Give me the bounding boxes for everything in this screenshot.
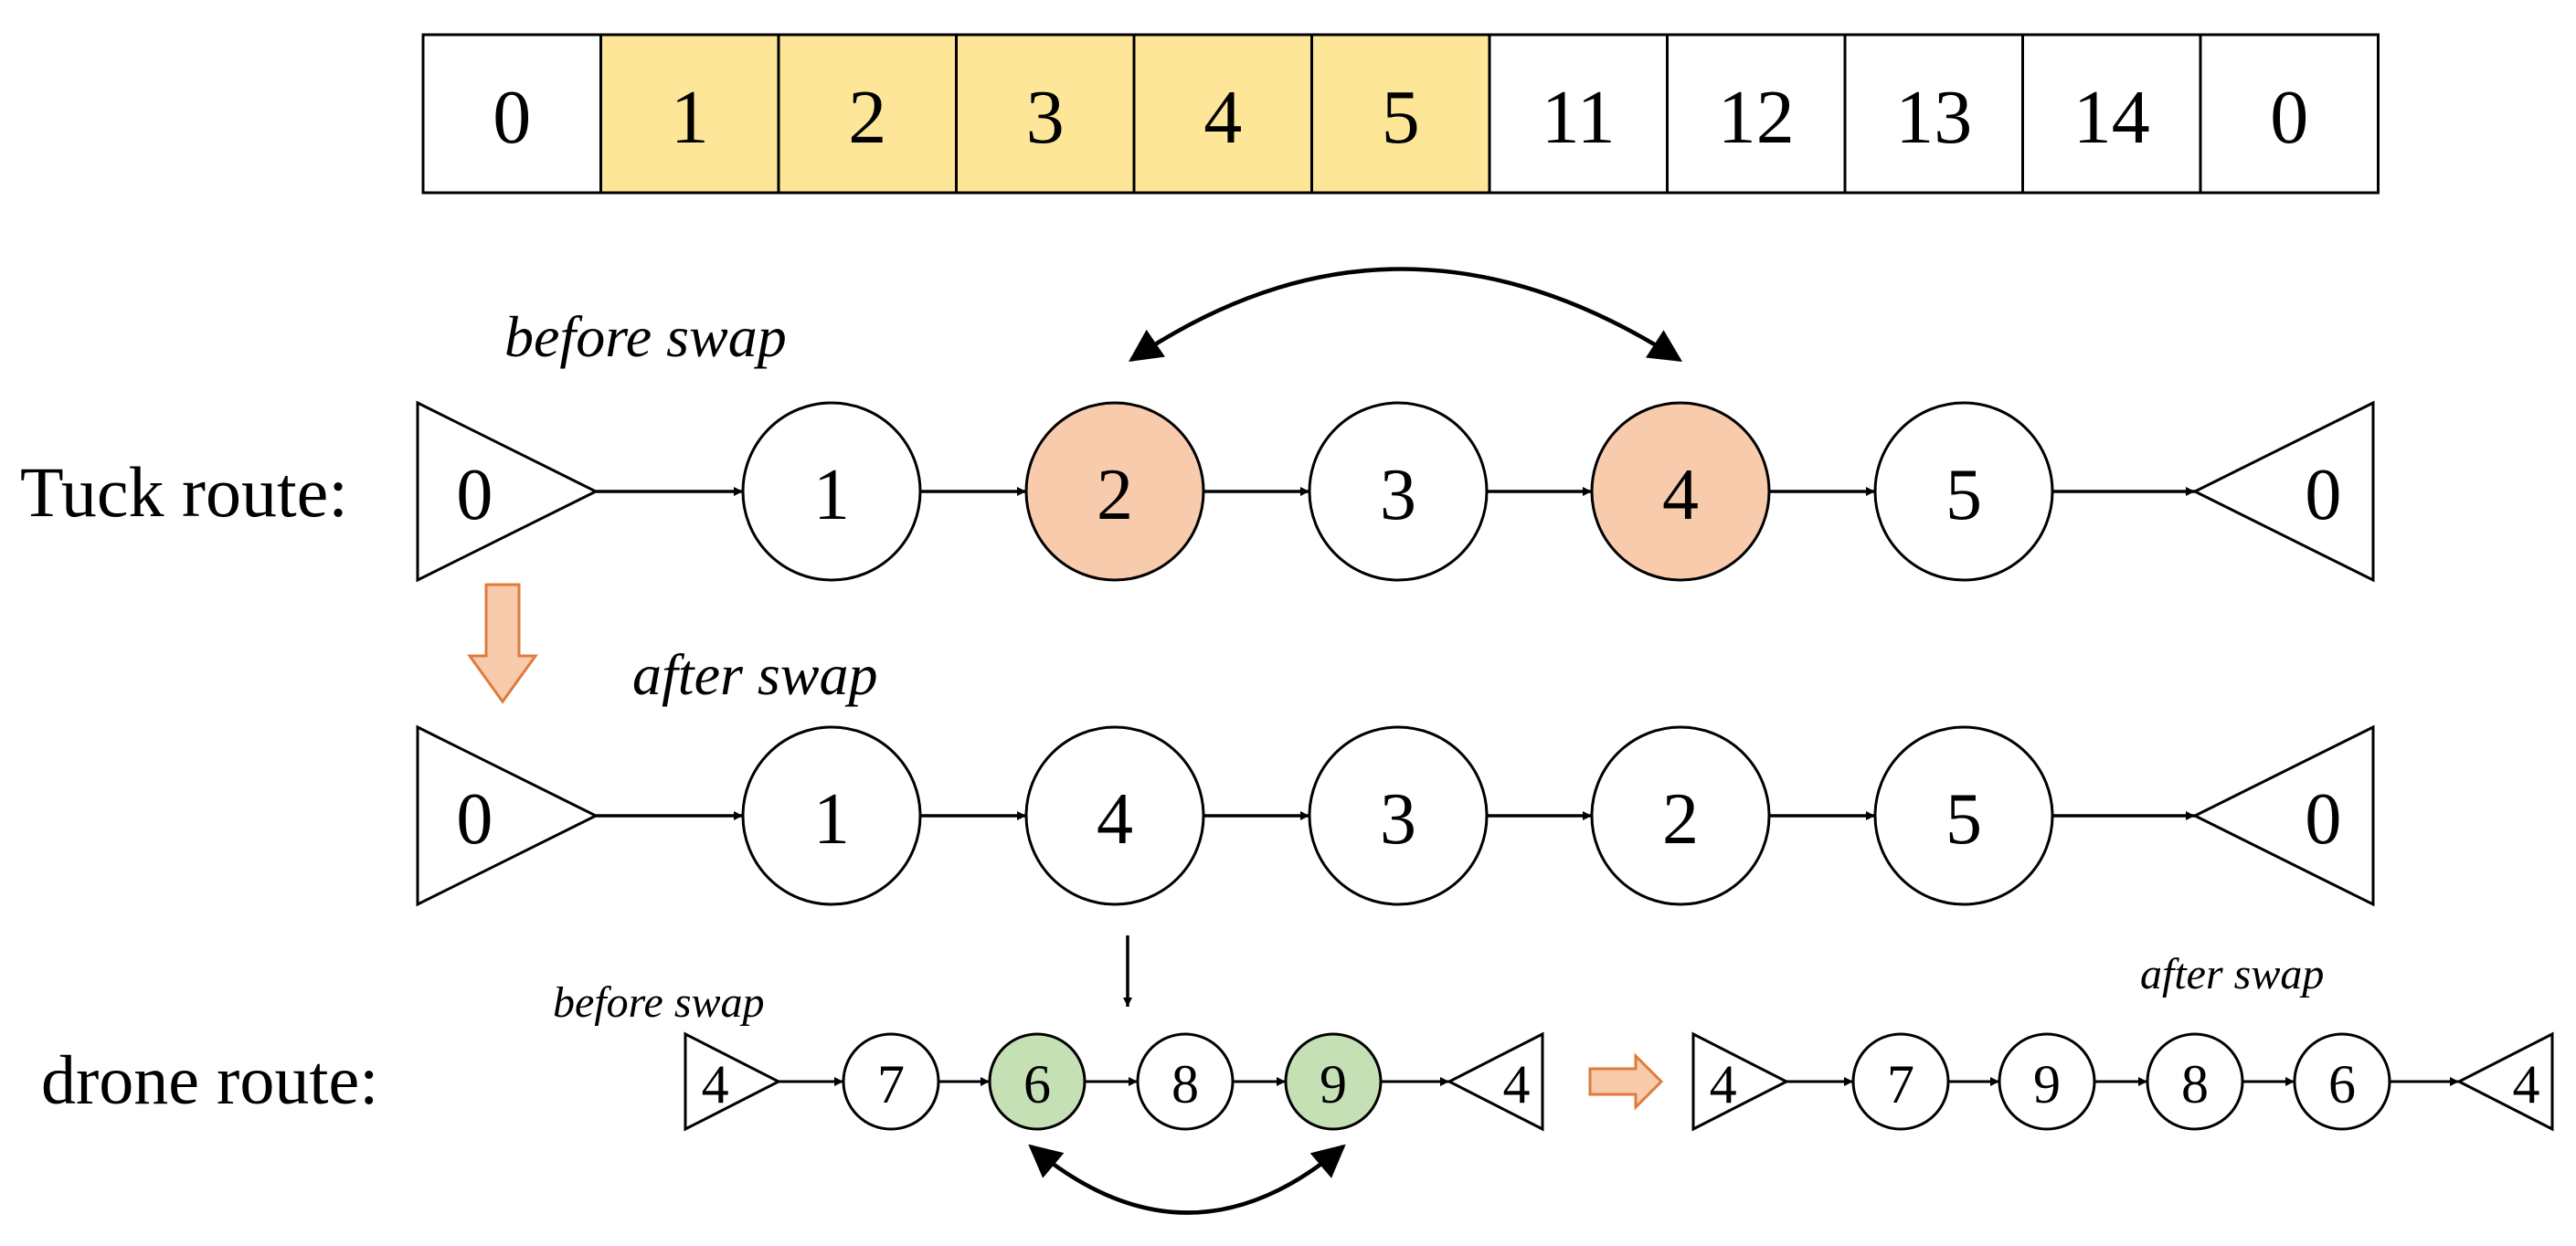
- customer-node-label: 3: [1380, 455, 1416, 535]
- start-depot-triangle: [1691, 1031, 1790, 1132]
- customer-node-label: 9: [2033, 1054, 2061, 1114]
- customer-node-label: 4: [1097, 779, 1133, 860]
- customer-node-label: 3: [1380, 779, 1416, 860]
- encoding-cell-value: 2: [848, 75, 886, 160]
- encoding-cell-box: [777, 33, 958, 195]
- customer-node-label: 8: [2181, 1054, 2209, 1114]
- customer-node-label: 2: [1662, 779, 1699, 860]
- end-depot-triangle: [2455, 1031, 2554, 1132]
- encoding-cell-value: 3: [1026, 75, 1065, 160]
- customer-node-label: 9: [1320, 1054, 1347, 1114]
- drone-route-after-swap: 4 7 9 8 6 4: [1691, 1031, 2554, 1132]
- truck-route-label: Tuck route:: [20, 452, 348, 532]
- encoding-cell-box: [2199, 33, 2380, 195]
- encoding-cell-box: [1310, 33, 1491, 195]
- end-depot-label: 4: [2512, 1054, 2539, 1114]
- start-depot-label: 4: [702, 1054, 729, 1114]
- encoding-cell-value: 12: [1718, 75, 1795, 160]
- customer-node-label: 8: [1171, 1054, 1199, 1114]
- drone-route-label: drone route:: [41, 1042, 378, 1119]
- customer-node-label: 6: [2328, 1054, 2356, 1114]
- encoding-cell: 13: [1843, 33, 2024, 195]
- encoding-cell-box: [1488, 33, 1669, 195]
- start-depot-triangle: [416, 400, 599, 583]
- customer-node-label: 7: [877, 1054, 905, 1114]
- end-depot-label: 4: [1502, 1054, 1530, 1114]
- drone-route-before-swap: 4 7 6 8 9 4: [684, 1031, 1544, 1132]
- encoding-cell: 2: [777, 33, 958, 195]
- encoding-cell: 11: [1488, 33, 1669, 195]
- drone-before-to-after-arrow: [1588, 1052, 1664, 1111]
- customer-node-label: 7: [1887, 1054, 1914, 1114]
- customer-node-label: 6: [1023, 1054, 1051, 1114]
- encoding-cell-box: [1843, 33, 2024, 195]
- encoding-cell-value: 0: [493, 75, 531, 160]
- truck-swap-double-arrow: [1129, 267, 1683, 363]
- encoding-cell-value: 14: [2073, 75, 2150, 160]
- encoding-cell: 4: [1132, 33, 1313, 195]
- encoding-cell-box: [2021, 33, 2202, 195]
- truck-route-after-swap: 0 1 4 3 2 5 0: [416, 724, 2375, 907]
- customer-node-label: 5: [1945, 779, 1982, 860]
- drone-swap-double-arrow: [1028, 1144, 1346, 1215]
- encoding-cell: 0: [421, 33, 602, 195]
- start-depot-label: 4: [1710, 1054, 1737, 1114]
- drone-before-swap-label: before swap: [553, 978, 765, 1027]
- end-depot-triangle: [1446, 1031, 1544, 1132]
- encoding-cell: 3: [955, 33, 1136, 195]
- truck-route-before-swap: 0 1 2 3 4 5 0: [416, 400, 2375, 583]
- customer-node-label: 1: [813, 455, 850, 535]
- start-depot-triangle: [684, 1031, 782, 1132]
- encoding-cell-value: 13: [1895, 75, 1972, 160]
- encoding-cell-box: [599, 33, 780, 195]
- end-depot-triangle: [2191, 724, 2375, 907]
- before-to-after-down-arrow: [467, 583, 538, 704]
- customer-node-label: 1: [813, 779, 850, 860]
- encoding-cell: 14: [2021, 33, 2202, 195]
- encoding-cell-box: [1666, 33, 1847, 195]
- customer-node-label: 2: [1097, 455, 1133, 535]
- end-depot-label: 0: [2305, 779, 2341, 860]
- encoding-cell-box: [421, 33, 602, 195]
- start-depot-triangle: [416, 724, 599, 907]
- encoding-cell: 5: [1310, 33, 1491, 195]
- truck-before-swap-label: before swap: [504, 304, 787, 369]
- truck-after-swap-label: after swap: [632, 642, 877, 707]
- customer-node-label: 5: [1945, 455, 1982, 535]
- end-depot-label: 0: [2305, 455, 2341, 535]
- encoding-cell-value: 4: [1203, 75, 1242, 160]
- encoding-cell-value: 11: [1542, 75, 1616, 160]
- customer-node-label: 4: [1662, 455, 1699, 535]
- start-depot-label: 0: [456, 455, 493, 535]
- end-depot-triangle: [2191, 400, 2375, 583]
- start-depot-label: 0: [456, 779, 493, 860]
- encoding-cell-value: 0: [2270, 75, 2308, 160]
- encoding-cell: 0: [2199, 33, 2380, 195]
- drone-after-swap-label: after swap: [2140, 950, 2324, 998]
- encoding-cell: 1: [599, 33, 780, 195]
- encoding-cell-value: 5: [1382, 75, 1420, 160]
- encoding-cell-box: [1132, 33, 1313, 195]
- encoding-cell-value: 1: [671, 75, 709, 160]
- encoding-cell: 12: [1666, 33, 1847, 195]
